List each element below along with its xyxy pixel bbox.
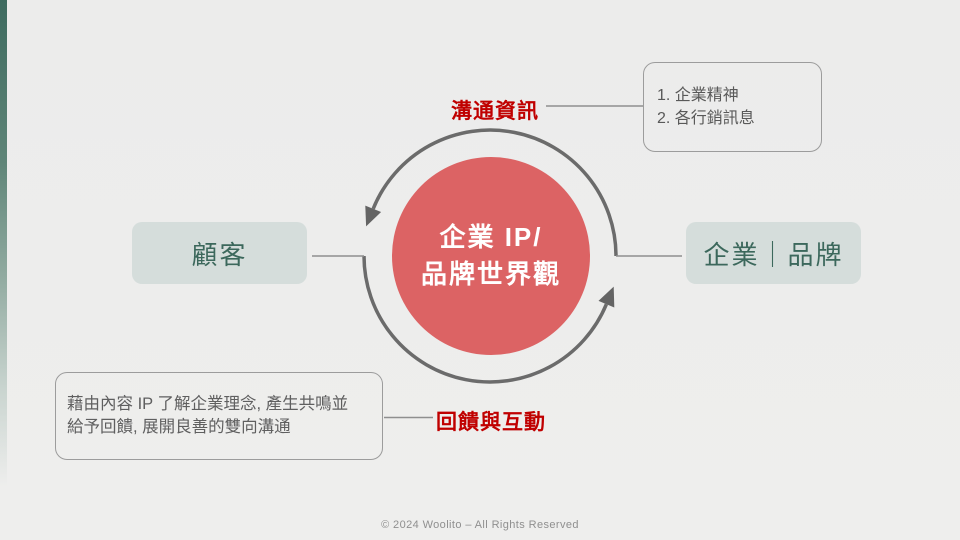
cycle-arc-bottom [362, 255, 609, 384]
center-circle-line1: 企業 IP/ [439, 222, 543, 252]
bottom-note-line1: 藉由內容 IP 了解企業理念, 產生共鳴並 [67, 395, 349, 413]
top-info-item-2: 2. 各行銷訊息 [657, 110, 755, 127]
arrowhead-up-right-icon [598, 286, 615, 308]
customer-node: 顧客 [132, 222, 307, 284]
arrowhead-down-left-icon [365, 205, 382, 227]
customer-node-label: 顧客 [191, 239, 248, 270]
top-info-item-1: 1. 企業精神 [657, 87, 739, 104]
brand-node-label: 企業｜品牌 [703, 239, 844, 270]
top-flow-label: 溝通資訊 [451, 100, 539, 123]
bottom-note-box: 藉由內容 IP 了解企業理念, 產生共鳴並 給予回饋, 展開良善的雙向溝通 [55, 372, 383, 460]
copyright-footer: © 2024 Woolito – All Rights Reserved [381, 519, 579, 531]
brand-node: 企業｜品牌 [686, 222, 861, 284]
bottom-note-line2: 給予回饋, 展開良善的雙向溝通 [67, 418, 291, 436]
bottom-flow-label: 回饋與互動 [436, 411, 546, 434]
cycle-arc-top [371, 128, 618, 257]
left-edge-gradient [0, 0, 7, 540]
center-circle: 企業 IP/ 品牌世界觀 [392, 157, 590, 355]
top-info-box: 1. 企業精神 2. 各行銷訊息 [643, 62, 822, 152]
center-circle-line2: 品牌世界觀 [420, 259, 561, 289]
